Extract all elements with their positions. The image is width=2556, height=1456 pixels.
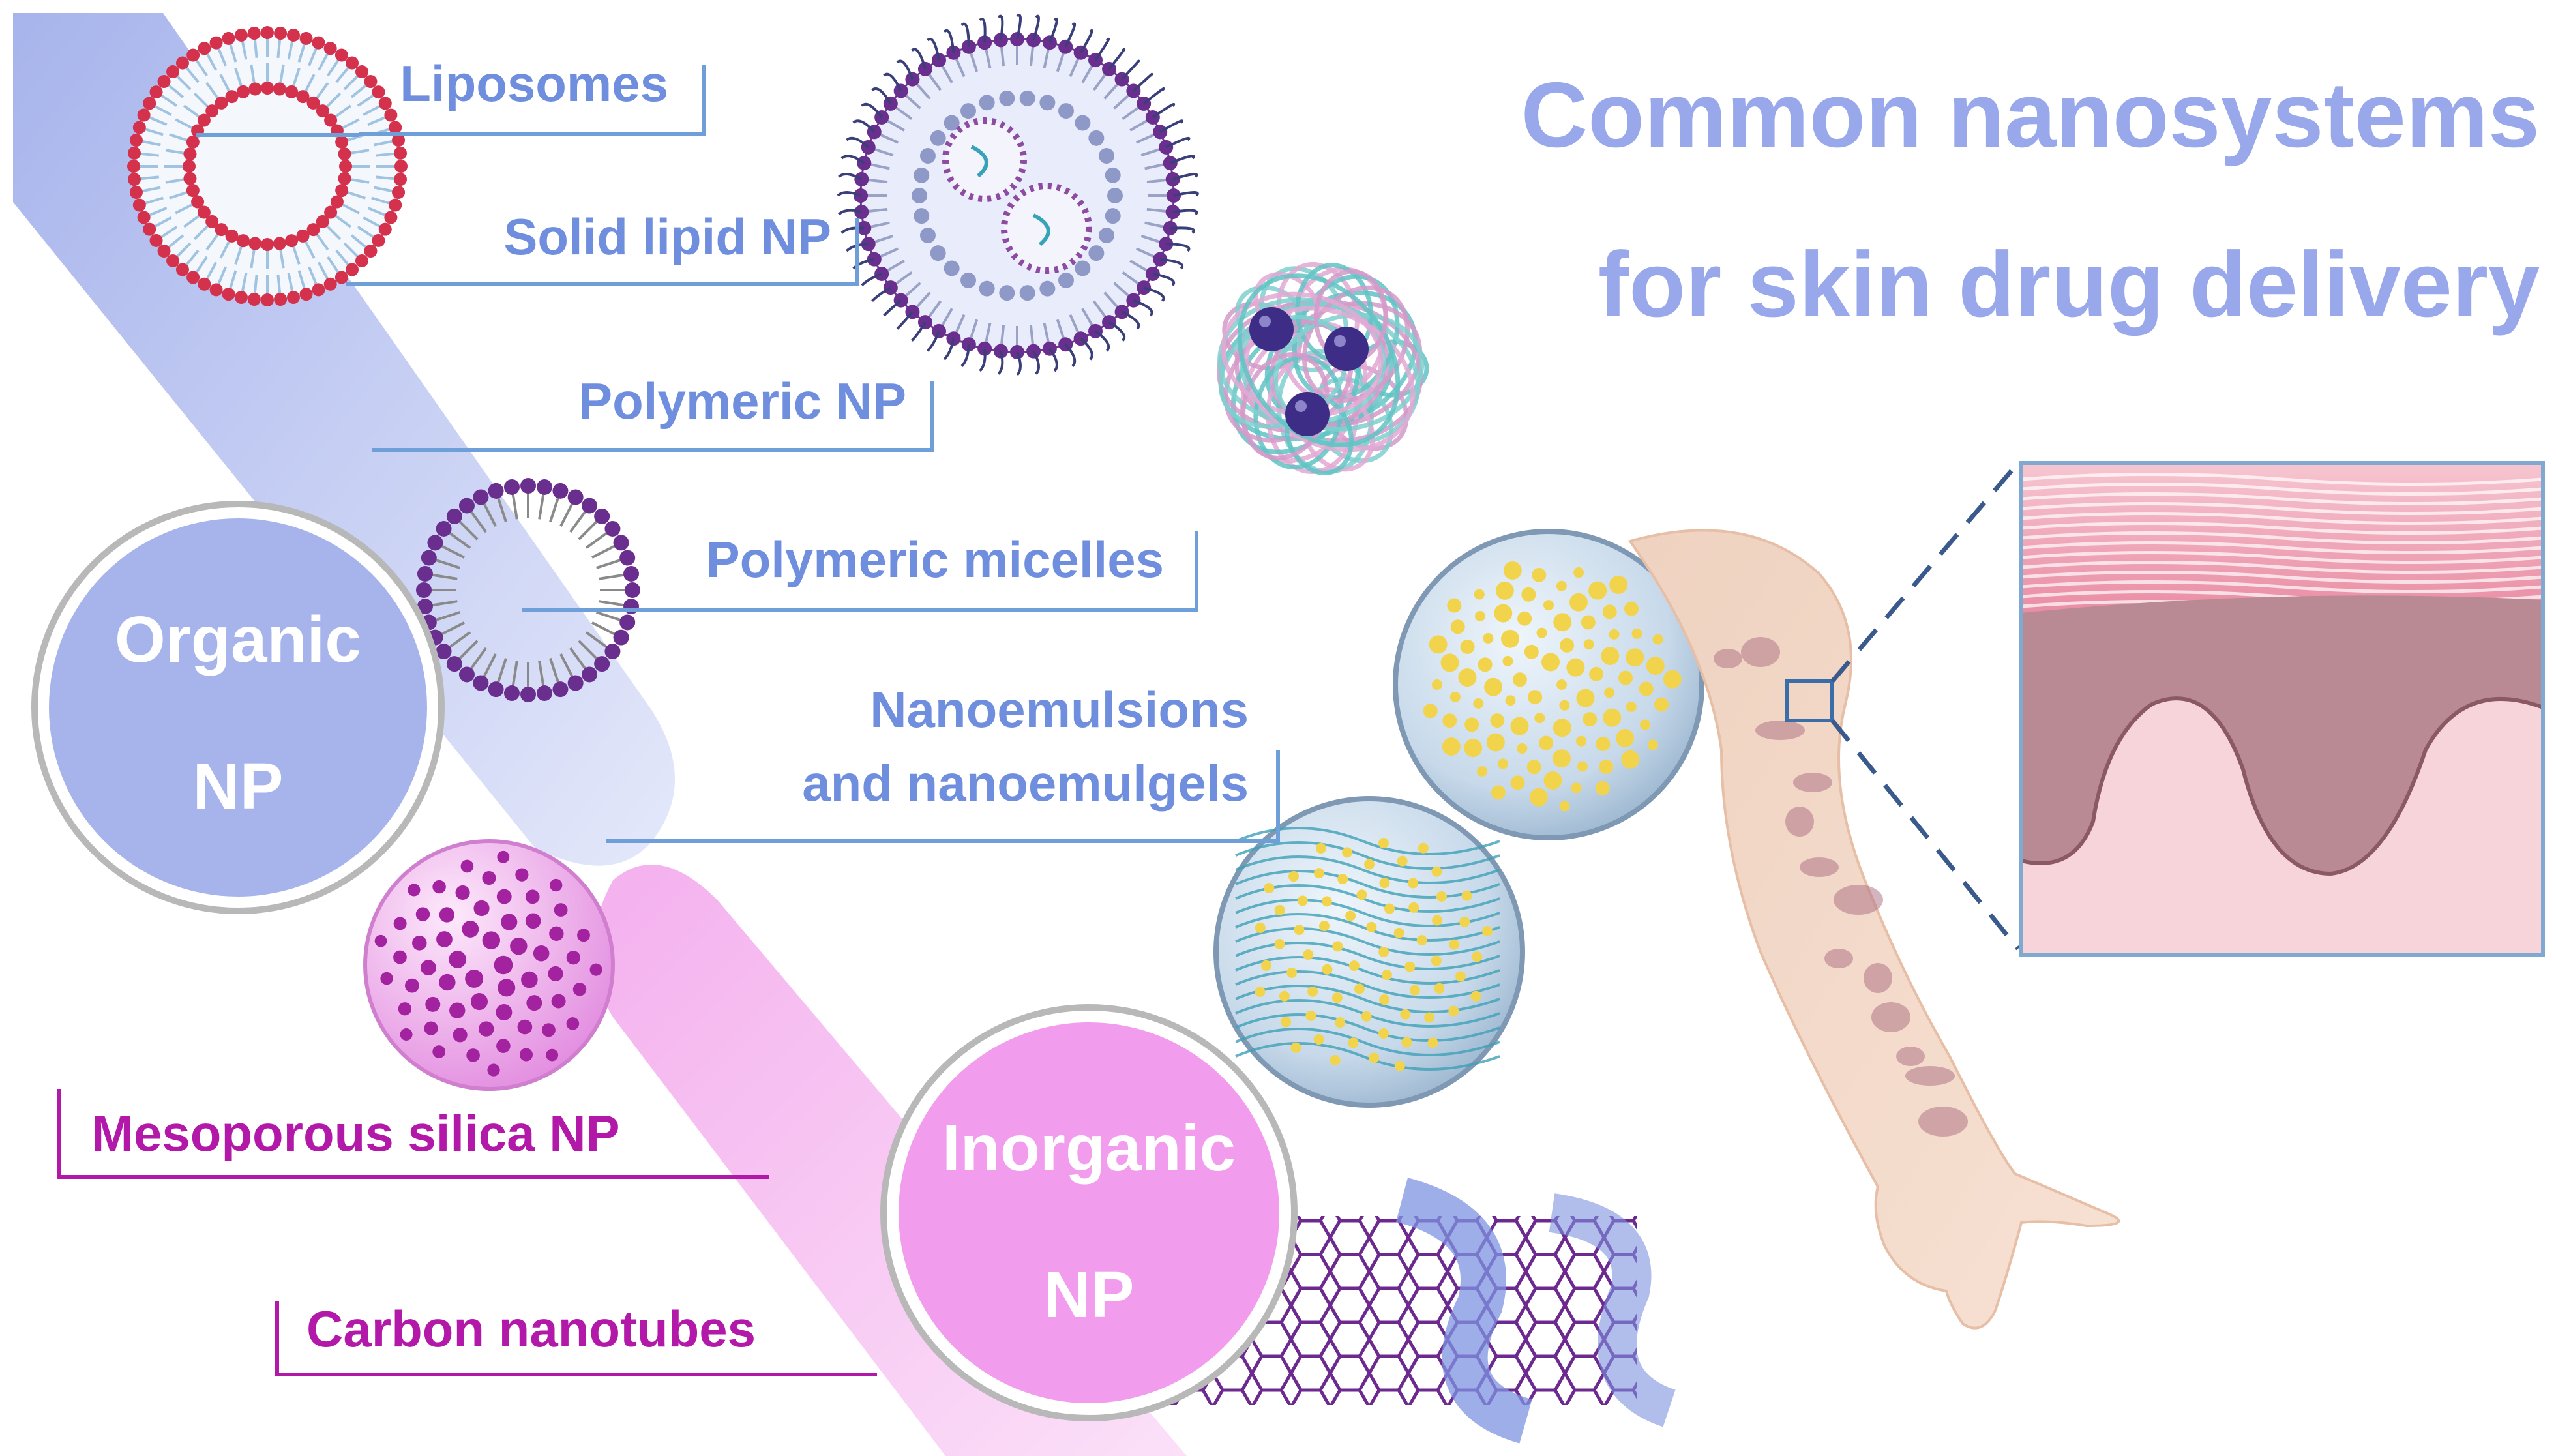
label-nanoemulsions: Nanoemulsions: [870, 681, 1249, 738]
label-polymeric-np: Polymeric NP: [578, 372, 906, 430]
inorganic-line-2: NP: [1044, 1258, 1135, 1331]
mesoporous-silica-icon: [363, 839, 615, 1091]
zoom-box: [1785, 679, 1834, 722]
polymeric-micelle-icon: [416, 478, 640, 702]
title-line-1: Common nanosystems: [1521, 63, 2540, 167]
label-mesoporous-silica: Mesoporous silica NP: [91, 1105, 620, 1162]
label-liposomes: Liposomes: [400, 55, 668, 112]
organic-line-2: NP: [193, 750, 284, 823]
organic-line-1: Organic: [115, 603, 361, 676]
label-polymeric-micelles: Polymeric micelles: [706, 531, 1164, 588]
nanoemulsion-icon: [1393, 529, 1704, 840]
label-carbon-nanotubes: Carbon nanotubes: [306, 1300, 756, 1358]
inorganic-np-badge: Inorganic NP: [880, 1004, 1298, 1421]
label-solid-lipid-np: Solid lipid NP: [503, 208, 831, 265]
liposome-icon: [127, 26, 408, 306]
inorganic-line-1: Inorganic: [942, 1112, 1236, 1185]
nanoemulgel-icon: [1213, 796, 1525, 1108]
organic-leader-lines: [196, 65, 1280, 843]
arm-illustration: [1627, 461, 2120, 1330]
skin-cross-section: [2019, 461, 2545, 957]
label-nanoemulgels: and nanoemulgels: [802, 754, 1249, 812]
polymeric-np-icon: [1217, 261, 1429, 475]
inorganic-leader-lines: [57, 1089, 877, 1376]
organic-np-badge: Organic NP: [31, 501, 445, 914]
solid-lipid-np-icon: [837, 14, 1199, 376]
title-line-2: for skin drug delivery: [1598, 233, 2540, 336]
